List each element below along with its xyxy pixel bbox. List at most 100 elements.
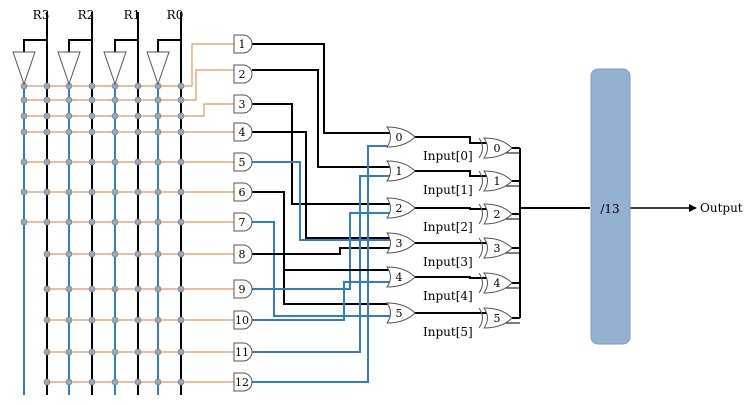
junction-dot (20, 128, 28, 136)
junction-dot (43, 96, 51, 104)
and-to-or-wire (252, 131, 391, 239)
junction-dot (20, 96, 28, 104)
and-to-or-wire (252, 212, 391, 290)
buffer-gate (12, 51, 36, 86)
or-gate-label: 4 (396, 271, 403, 284)
junction-dot (65, 378, 73, 386)
junction-dot (65, 112, 73, 120)
junction-dot (111, 348, 119, 356)
and-to-or-wire (252, 145, 391, 383)
junction-dot (88, 82, 96, 90)
and-to-or-wire (252, 221, 391, 317)
divider-block (590, 68, 631, 345)
buffer-gate (146, 51, 170, 86)
or-gate (386, 160, 416, 182)
and-gate-label: 1 (239, 38, 246, 51)
junction-dot (134, 158, 142, 166)
junction-dot (134, 128, 142, 136)
input-label: Input[5] (423, 325, 473, 339)
junction-dot (177, 250, 185, 258)
junction-dot (111, 316, 119, 324)
and-gate-label: 3 (239, 98, 246, 111)
junction-dot (134, 112, 142, 120)
junction-dot (177, 112, 185, 120)
and-to-or-wire (252, 191, 391, 271)
junction-dot (154, 250, 162, 258)
and-to-or-wire (252, 247, 391, 255)
junction-dot (177, 96, 185, 104)
junction-dot (43, 128, 51, 136)
and-gate-label: 5 (239, 156, 246, 169)
junction-dot (43, 348, 51, 356)
and-to-or-wire (252, 161, 391, 241)
and-gate-label: 8 (239, 248, 246, 261)
junction-dot (65, 316, 73, 324)
or-to-xor-wire (415, 276, 489, 279)
divider-label: /13 (600, 202, 619, 216)
junction-dot (20, 188, 28, 196)
junction-dot (88, 96, 96, 104)
junction-dot (65, 188, 73, 196)
junction-dot (154, 348, 162, 356)
xor-gate-label: 4 (494, 277, 501, 290)
xor-back-curve (478, 237, 483, 259)
and-input-line (24, 69, 234, 101)
junction-dot (88, 250, 96, 258)
junction-dot (88, 316, 96, 324)
or-gate-label: 3 (396, 237, 403, 250)
junction-dot (88, 158, 96, 166)
xor-gate-label: 2 (494, 208, 501, 221)
junction-dot (111, 128, 119, 136)
junction-dot (43, 82, 51, 90)
register-branch (114, 39, 138, 52)
and-to-or-wire (252, 281, 391, 321)
junction-dot (111, 250, 119, 258)
xor-back-curve (478, 170, 483, 192)
junction-dot (88, 378, 96, 386)
xor-back-curve (478, 137, 483, 159)
and-gate-label: 6 (239, 186, 246, 199)
junction-dot (20, 158, 28, 166)
junction-dot (43, 188, 51, 196)
junction-dot (43, 112, 51, 120)
junction-dot (88, 285, 96, 293)
output-label: Output (700, 201, 743, 215)
xor-gate-label: 3 (494, 242, 501, 255)
junction-dot (177, 378, 185, 386)
buffer-gate (103, 51, 127, 86)
and-gate (233, 64, 253, 84)
junction-dot (154, 128, 162, 136)
and-gate (233, 310, 253, 330)
or-to-xor-wire (415, 170, 489, 177)
input-label: Input[0] (423, 149, 473, 163)
junction-dot (43, 378, 51, 386)
junction-dot (111, 378, 119, 386)
or-gate-label: 1 (396, 165, 403, 178)
junction-dot (134, 250, 142, 258)
junction-dot (177, 316, 185, 324)
and-input-line (24, 103, 234, 117)
and-gate (233, 94, 253, 114)
and-gate (233, 244, 253, 264)
xor-gate (483, 170, 513, 192)
input-label: Input[4] (423, 289, 473, 303)
junction-dot (65, 218, 73, 226)
junction-dot (177, 285, 185, 293)
junction-dot (154, 218, 162, 226)
xor-gate-label: 0 (494, 142, 501, 155)
or-gate-label: 5 (396, 307, 403, 320)
junction-dot (111, 96, 119, 104)
junction-dot (88, 188, 96, 196)
and-to-or-wire (252, 175, 391, 353)
and-gate (233, 279, 253, 299)
junction-dot (177, 82, 185, 90)
junction-dot (43, 285, 51, 293)
junction-dot (154, 285, 162, 293)
xor-back-curve (478, 307, 483, 329)
junction-dot (20, 112, 28, 120)
junction-dot (134, 316, 142, 324)
input-label: Input[2] (423, 220, 473, 234)
and-gate (233, 122, 253, 142)
and-input-line (24, 43, 234, 87)
